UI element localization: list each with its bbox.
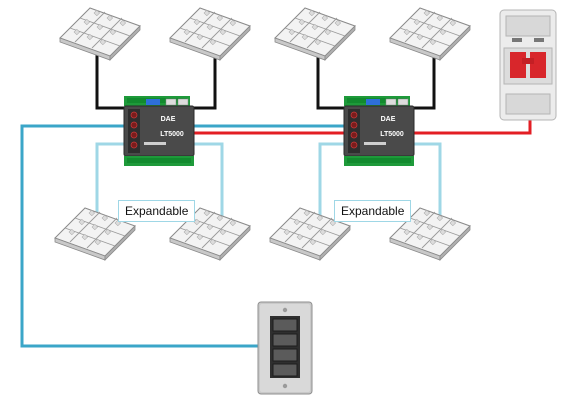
control-bus-wire — [20, 124, 258, 348]
controller-model: LT5000 — [380, 131, 404, 138]
controller-brand: DAE — [381, 116, 396, 123]
light-fixture-icon — [59, 7, 141, 61]
light-fixture-icon — [169, 7, 251, 61]
expansion-wires — [95, 142, 442, 232]
light-fixture-icon — [274, 7, 356, 61]
expandable-label: Expandable — [334, 200, 412, 222]
controller-1: DAE LT5000 — [123, 95, 195, 167]
circuit-breaker-icon — [499, 9, 557, 121]
expandable-label: Expandable — [118, 200, 196, 222]
light-fixture-icon — [389, 7, 471, 61]
wall-keypad-icon — [257, 301, 313, 395]
controller-model: LT5000 — [160, 131, 184, 138]
controller-2: DAE LT5000 — [343, 95, 415, 167]
controller-brand: DAE — [161, 116, 176, 123]
